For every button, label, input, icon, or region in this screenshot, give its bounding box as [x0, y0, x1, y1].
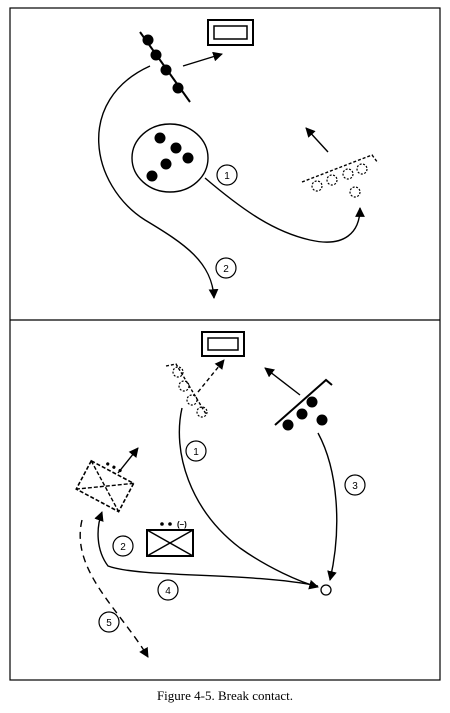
marker-2-bottom: 2: [112, 535, 134, 557]
fire-arrow-bottom-right: [264, 367, 301, 396]
marker-5-bottom: 5: [98, 611, 120, 633]
route-1-bottom: [178, 407, 319, 590]
top-panel: 1 2: [98, 19, 379, 299]
vehicle-symbol-dashed: [75, 459, 135, 513]
figure-caption: Figure 4-5. Break contact.: [156, 688, 294, 703]
figure-frame: [9, 7, 441, 681]
fire-arrow-vehicle: [117, 447, 139, 474]
svg-text:2: 2: [223, 264, 229, 275]
svg-text:1: 1: [224, 171, 230, 182]
route-3-bottom: [317, 432, 338, 581]
element-line-dashed-bottom: [165, 363, 208, 418]
fire-arrow-top: [182, 51, 223, 67]
vehicle-symbol-solid: (–): [146, 520, 194, 557]
svg-text:5: 5: [106, 618, 112, 629]
marker-4-bottom: 4: [157, 579, 179, 601]
marker-1-bottom: 1: [185, 440, 207, 462]
rally-point: [320, 584, 332, 596]
marker-1-top: 1: [216, 164, 238, 186]
svg-text:4: 4: [165, 586, 171, 597]
marker-3-bottom: 3: [344, 474, 366, 496]
route-1-top: [204, 177, 365, 243]
svg-text:1: 1: [193, 447, 199, 458]
route-5-bottom: [79, 519, 149, 658]
fire-arrow-dashed: [197, 359, 225, 393]
route-2-top: [98, 65, 219, 299]
route-4-bottom: [94, 511, 319, 587]
element-line-top: [139, 31, 191, 103]
element-line-bottom-right: [274, 378, 333, 431]
bottom-panel: (–) 1 2 3 4 5: [75, 331, 366, 658]
fire-arrow-top-right: [305, 127, 329, 153]
svg-text:3: 3: [352, 481, 358, 492]
enemy-vehicle-symbol: [207, 19, 254, 46]
svg-text:(–): (–): [177, 520, 187, 529]
element-cluster: [131, 123, 209, 193]
element-line-dashed-top: [301, 154, 379, 198]
enemy-vehicle-symbol-bottom: [201, 331, 245, 357]
svg-text:2: 2: [120, 542, 126, 553]
marker-2-top: 2: [215, 257, 237, 279]
